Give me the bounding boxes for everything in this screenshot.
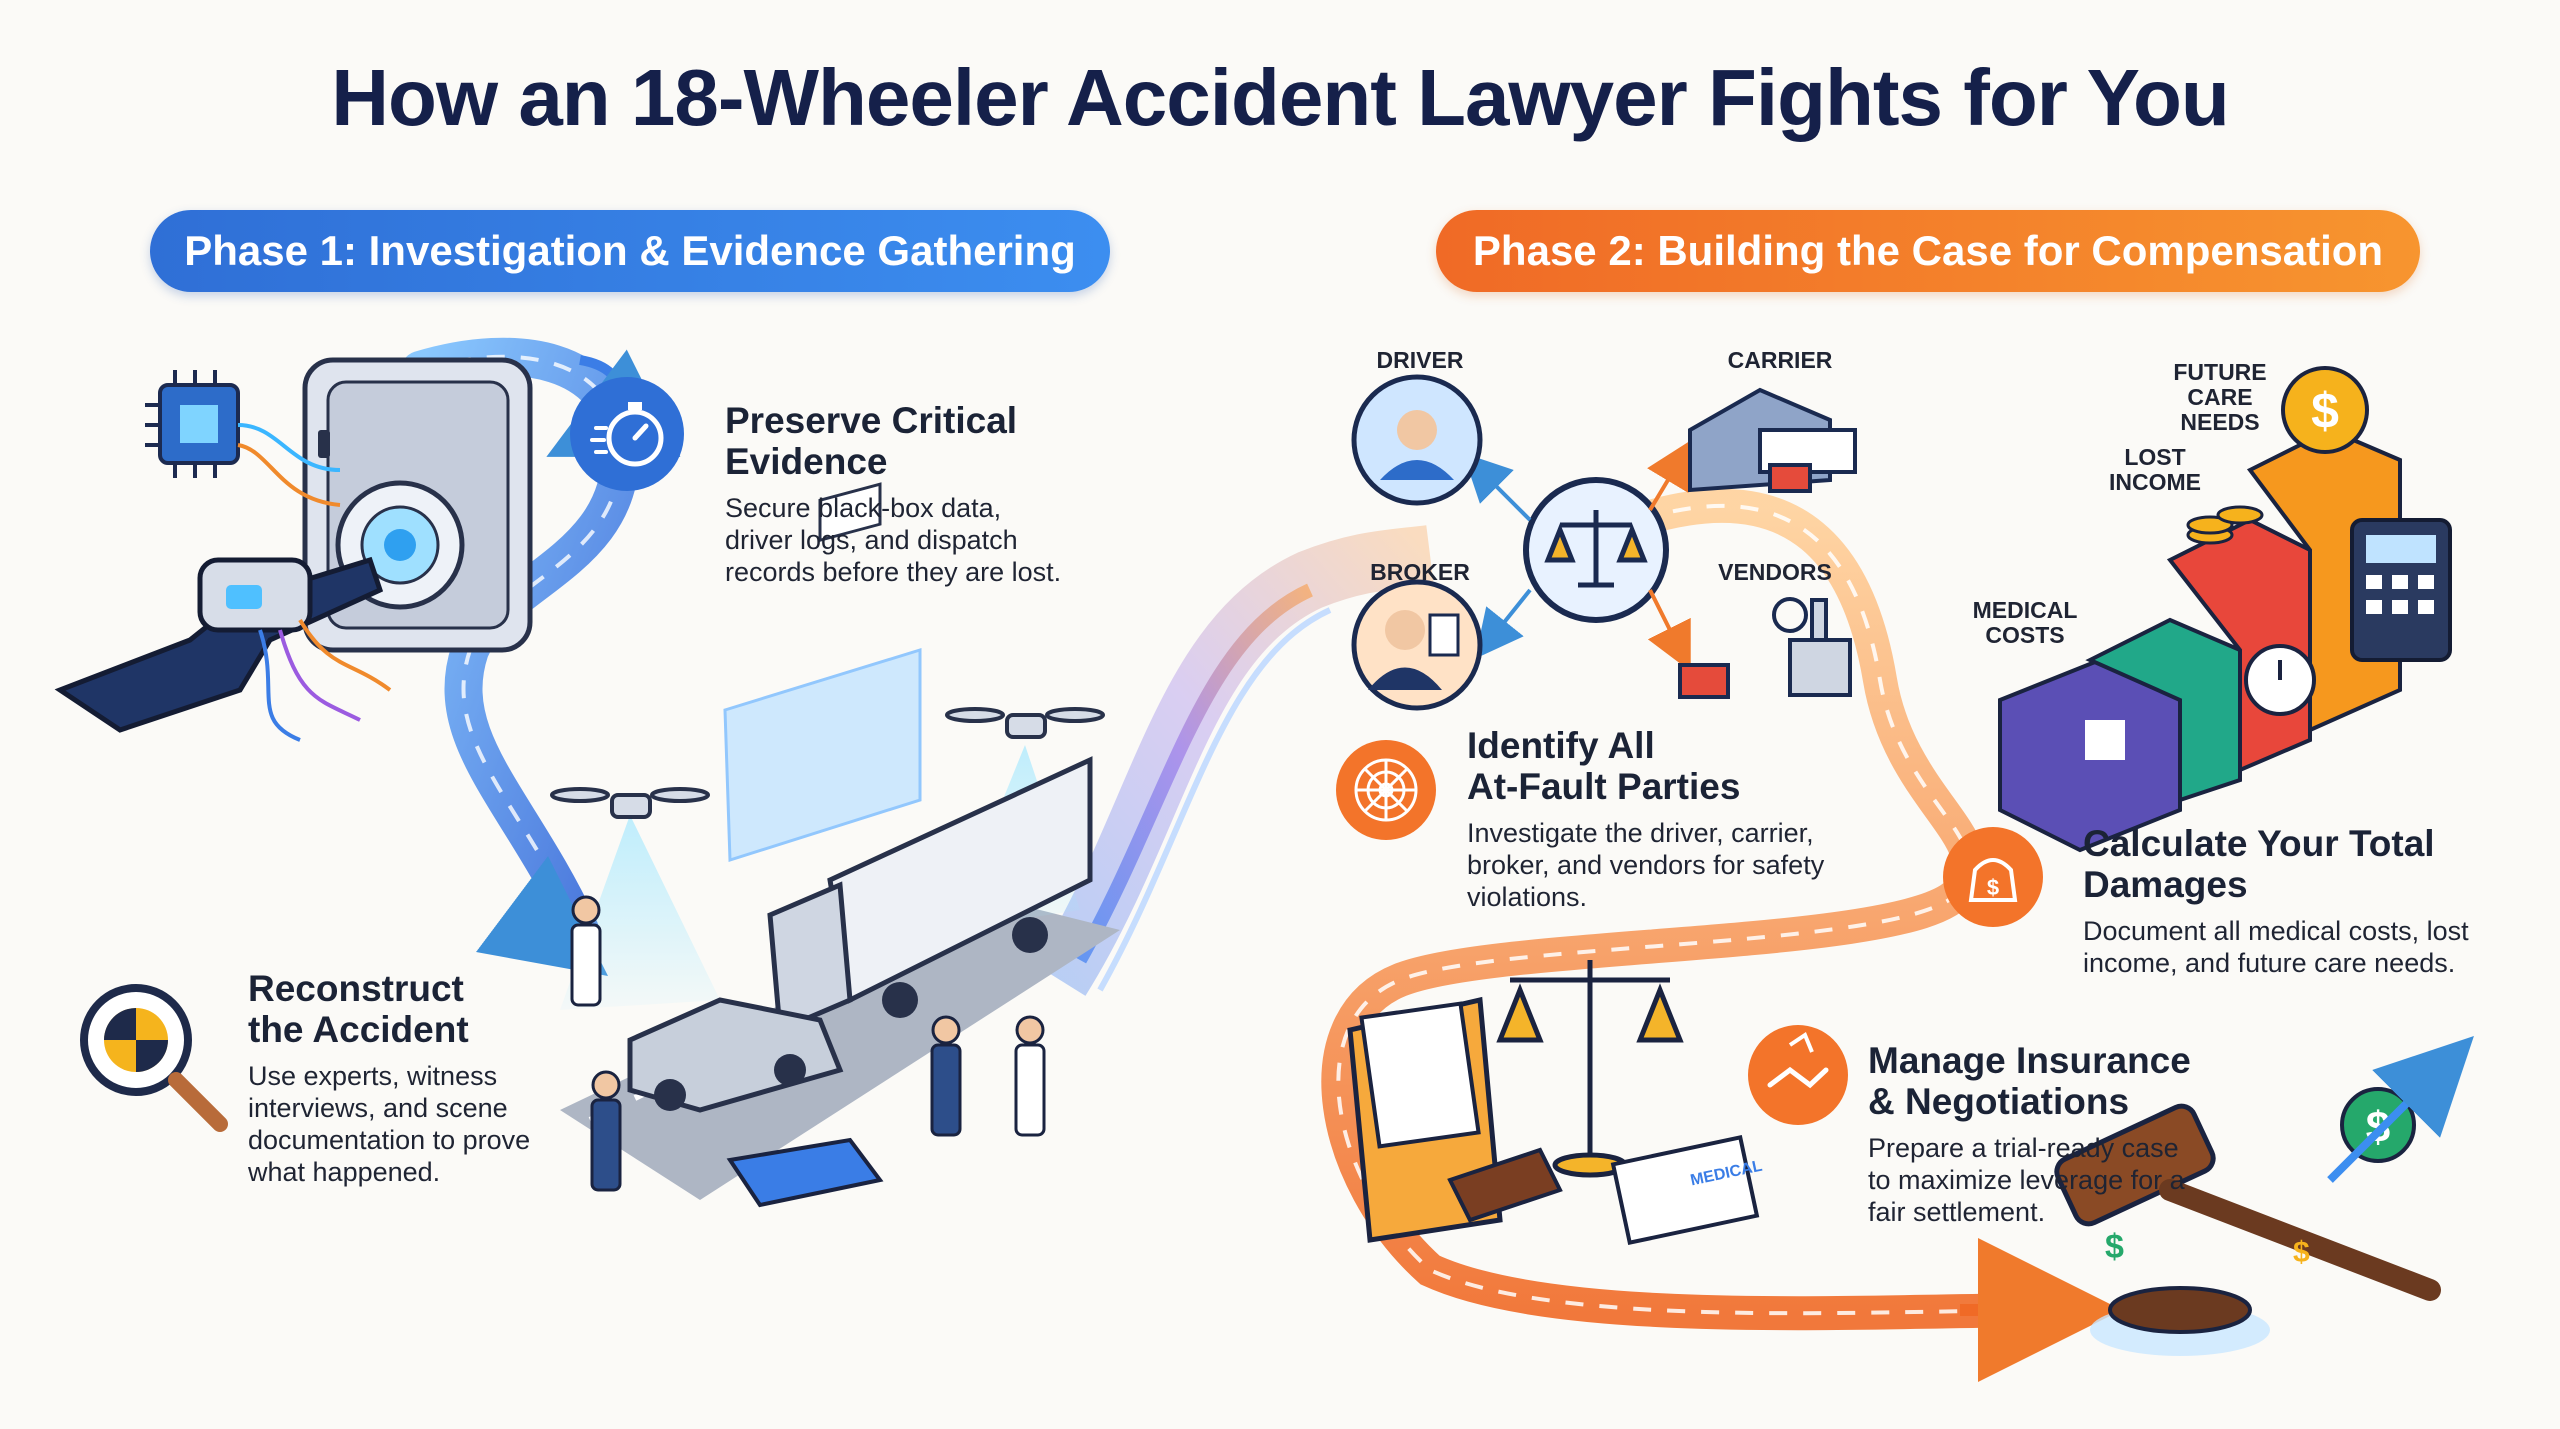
damages-stack: $ [1998, 366, 2452, 853]
robot-hand [54, 556, 392, 742]
step-description: Secure black-box data,driver logs, and d… [725, 493, 1062, 587]
phase1-banner: Phase 1: Investigation & Evidence Gather… [150, 210, 1110, 292]
scales-icon [1544, 510, 1648, 588]
hologram-screen [723, 482, 922, 863]
truck-icon [767, 756, 1093, 1034]
gavel-icon: $ $ $ [2054, 1036, 2474, 1356]
page-title: How an 18-Wheeler Accident Lawyer Fights… [331, 53, 2230, 142]
magnifier-icon [80, 984, 228, 1132]
crashed-car [627, 997, 844, 1113]
negotiation-scene [1347, 960, 1760, 1246]
party-label-broker: BROKER [1370, 559, 1470, 585]
warehouse [1688, 387, 1857, 493]
svg-text:$: $ [2311, 383, 2339, 439]
chip-icon [145, 370, 341, 507]
party-label-carrier: CARRIER [1727, 347, 1833, 373]
svg-text:$: $ [2293, 1236, 2310, 1269]
money-bag-icon: $ [1943, 827, 2043, 927]
dollar-coin-icon: $ [2281, 366, 2369, 454]
step-description: Investigate the driver, carrier,broker, … [1467, 818, 1825, 912]
svg-text:$: $ [2105, 1228, 2124, 1266]
swirl-transition [1034, 525, 1434, 996]
step-manage: Manage Insurance& Negotiations Prepare a… [1868, 1040, 2268, 1228]
web-icon [1336, 740, 1436, 840]
calculator-icon [2350, 518, 2452, 662]
accident-scene [550, 482, 1120, 1208]
svg-text:$: $ [1987, 875, 1999, 900]
stopwatch-icon [570, 377, 684, 491]
vendor-factory [1678, 597, 1852, 699]
party-label-driver: DRIVER [1376, 347, 1464, 373]
drone-icon [550, 707, 1105, 819]
parties-network [1351, 374, 1857, 711]
medical-document [1610, 1134, 1760, 1246]
party-label-vendors: VENDORS [1718, 559, 1832, 585]
handshake-icon [1748, 1025, 1848, 1125]
phase2-banner: Phase 2: Building the Case for Compensat… [1436, 210, 2420, 292]
investigators [570, 895, 1046, 1192]
step-heading: Manage Insurance& Negotiations [1868, 1040, 2191, 1122]
phase2-road [1321, 488, 2122, 1382]
